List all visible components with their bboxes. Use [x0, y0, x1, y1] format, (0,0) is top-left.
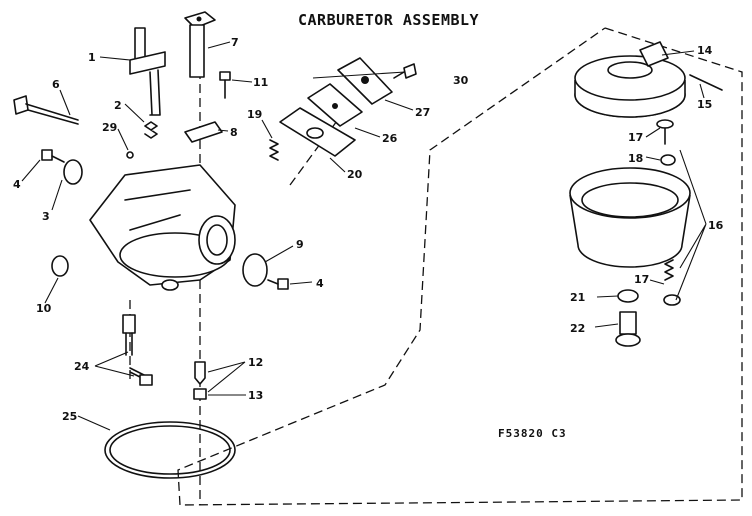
callout-2: 2	[114, 99, 122, 112]
callout-27: 27	[415, 106, 430, 119]
leader-lines	[21, 41, 707, 431]
callout-8: 8	[230, 126, 238, 139]
callout-14: 14	[697, 44, 713, 57]
jet-part-24	[122, 314, 153, 386]
o-ring-part-25	[104, 421, 236, 479]
washer-part-18	[660, 154, 676, 166]
screw-part-30	[393, 63, 417, 79]
callout-29: 29	[102, 121, 117, 134]
callout-1: 1	[88, 51, 96, 64]
callout-4-upper: 4	[13, 178, 21, 191]
pump-cover-part-27	[337, 57, 393, 105]
screw-part-11	[219, 71, 231, 99]
float-part-14	[574, 41, 686, 118]
bowl-nut-part-22	[615, 311, 641, 347]
callout-13: 13	[248, 389, 263, 402]
callout-7: 7	[231, 36, 239, 49]
callout-20: 20	[347, 168, 363, 181]
spring-part-17-lower	[664, 259, 674, 281]
callout-16: 16	[708, 219, 724, 232]
callout-21: 21	[570, 291, 585, 304]
callout-6: 6	[52, 78, 60, 91]
callout-4-lower: 4	[316, 277, 324, 290]
float-pin-part-15	[689, 74, 723, 91]
callout-22: 22	[570, 322, 585, 335]
plug-part-10	[51, 255, 69, 277]
callout-labels: 1 7 6 2 29 11 8 19 4 3 30 27 26 20 9 4 1…	[13, 36, 724, 423]
choke-shaft-part	[129, 27, 166, 116]
callout-10: 10	[36, 302, 52, 315]
callout-24: 24	[74, 360, 90, 373]
washer-part-3	[63, 159, 83, 185]
throttle-plate-part-9	[242, 253, 268, 287]
seat-part-13	[193, 388, 207, 400]
callout-15: 15	[697, 98, 712, 111]
callout-17-lower: 17	[634, 273, 649, 286]
choke-spring-part	[144, 121, 158, 139]
callout-19: 19	[247, 108, 262, 121]
callout-9: 9	[296, 238, 304, 251]
long-screw-part-6	[13, 95, 79, 125]
screw-part-4-lower	[267, 278, 289, 290]
clip-part-8	[184, 121, 223, 143]
callout-18: 18	[628, 152, 643, 165]
callout-25: 25	[62, 410, 77, 423]
float-bowl	[569, 167, 691, 268]
spring-part-19	[269, 139, 279, 161]
gasket-part-16	[663, 294, 681, 306]
float-bowl-group-outline	[177, 27, 743, 506]
screw-part-4-upper	[41, 149, 65, 163]
bowl-screw-part-17-upper	[656, 119, 674, 145]
callout-12: 12	[248, 356, 263, 369]
throttle-shaft-part	[184, 11, 216, 78]
needle-part-12	[194, 361, 206, 385]
ball-part-29	[126, 151, 134, 159]
callout-17-upper: 17	[628, 131, 643, 144]
callout-30: 30	[453, 74, 469, 87]
callout-11: 11	[253, 76, 268, 89]
callout-26: 26	[382, 132, 398, 145]
callout-3: 3	[42, 210, 50, 223]
reference-code: F53820 C3	[498, 427, 567, 440]
diagram-title: CARBURETOR ASSEMBLY	[298, 11, 479, 29]
washer-part-21	[617, 289, 639, 303]
carburetor-body	[89, 164, 236, 291]
gasket-part-20	[279, 107, 356, 157]
